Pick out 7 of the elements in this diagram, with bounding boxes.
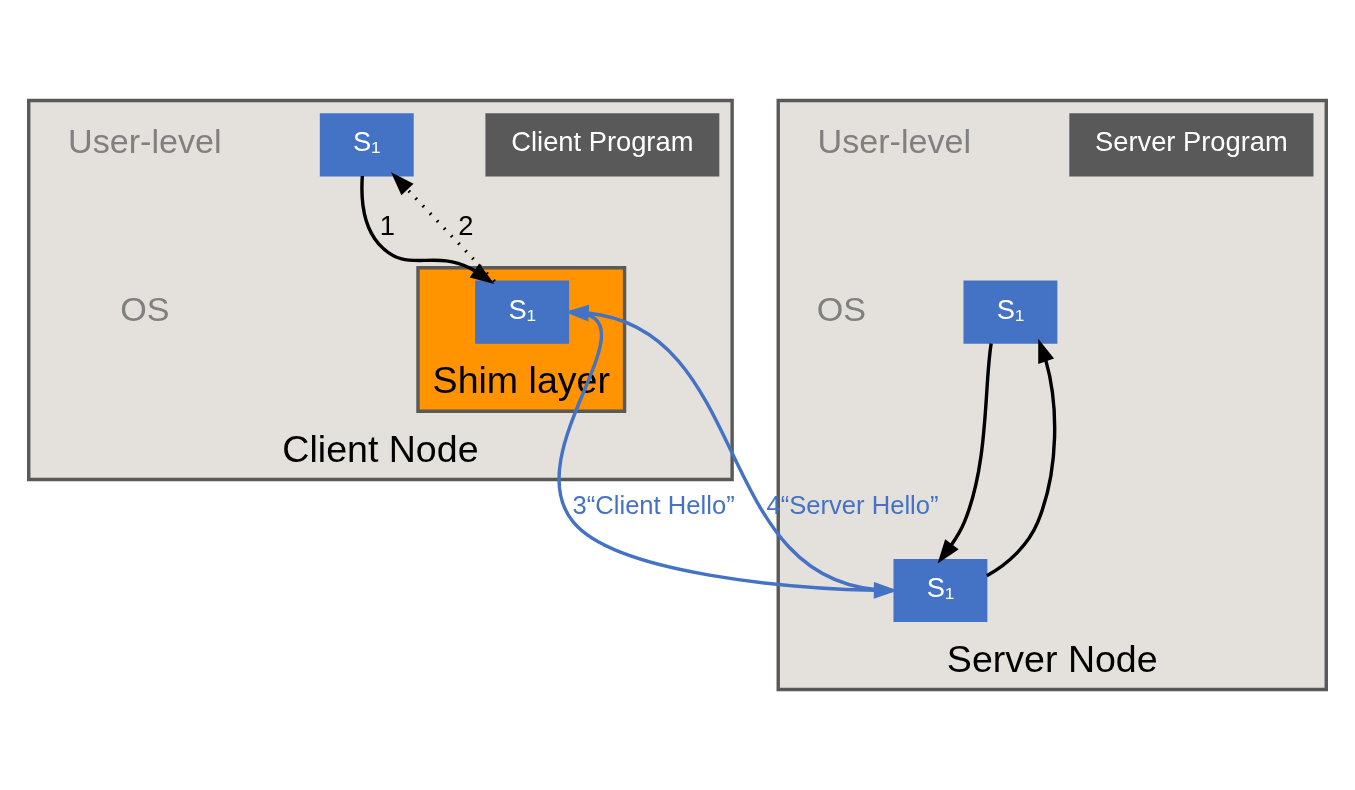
- edge-label: 2: [458, 210, 474, 242]
- label: OS: [816, 289, 867, 328]
- edge-label: 1: [379, 210, 395, 242]
- label: User-level: [817, 122, 972, 161]
- label: User-level: [68, 122, 222, 161]
- label: OS: [120, 289, 170, 328]
- edge-label: 3“Client Hello”: [572, 490, 735, 519]
